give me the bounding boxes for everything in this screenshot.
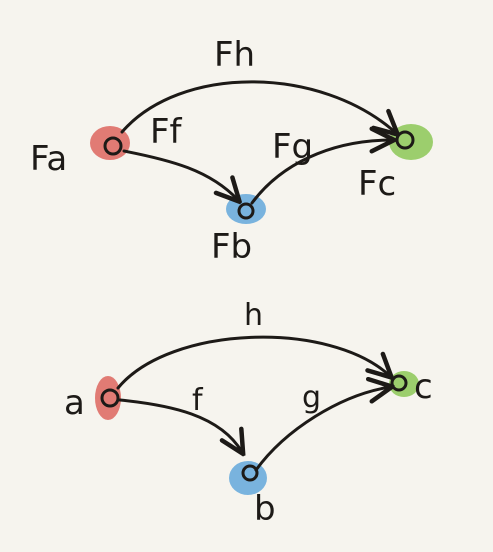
top-node-b <box>237 202 255 220</box>
top-arrow-h <box>120 80 396 133</box>
top-arrow-f <box>122 149 238 200</box>
bottom-arrow-h <box>116 335 390 390</box>
bottom-node-b-label: b <box>254 489 276 529</box>
bottom-node-c-label: c <box>414 367 433 407</box>
bottom-arrow-f <box>118 398 242 452</box>
bottom-arrow-h-label: h <box>244 298 263 333</box>
bottom-arrow-g-label: g <box>302 380 321 415</box>
top-diagram: Fa Fb Fc Fh Ff Fg <box>30 35 433 267</box>
top-arrow-g-label: Fg <box>272 127 313 167</box>
top-arrow-h-label: Fh <box>214 35 255 75</box>
bottom-node-a <box>100 388 120 408</box>
bottom-diagram: a b c h f g <box>64 298 433 529</box>
bottom-node-b <box>241 464 259 482</box>
top-node-c-label: Fc <box>358 164 396 204</box>
bottom-arrow-f-label: f <box>192 383 204 418</box>
bottom-arrow-g <box>254 387 390 472</box>
bottom-node-c <box>390 374 408 392</box>
bottom-node-a-wash <box>95 376 121 420</box>
top-arrow-g <box>250 140 392 205</box>
top-arrow-f-label: Ff <box>150 112 183 152</box>
top-node-c-wash <box>389 124 433 160</box>
top-node-b-label: Fb <box>211 227 252 267</box>
top-node-c <box>395 130 415 150</box>
top-node-a <box>103 136 123 156</box>
bottom-node-a-label: a <box>64 383 85 423</box>
top-node-a-label: Fa <box>30 139 67 179</box>
